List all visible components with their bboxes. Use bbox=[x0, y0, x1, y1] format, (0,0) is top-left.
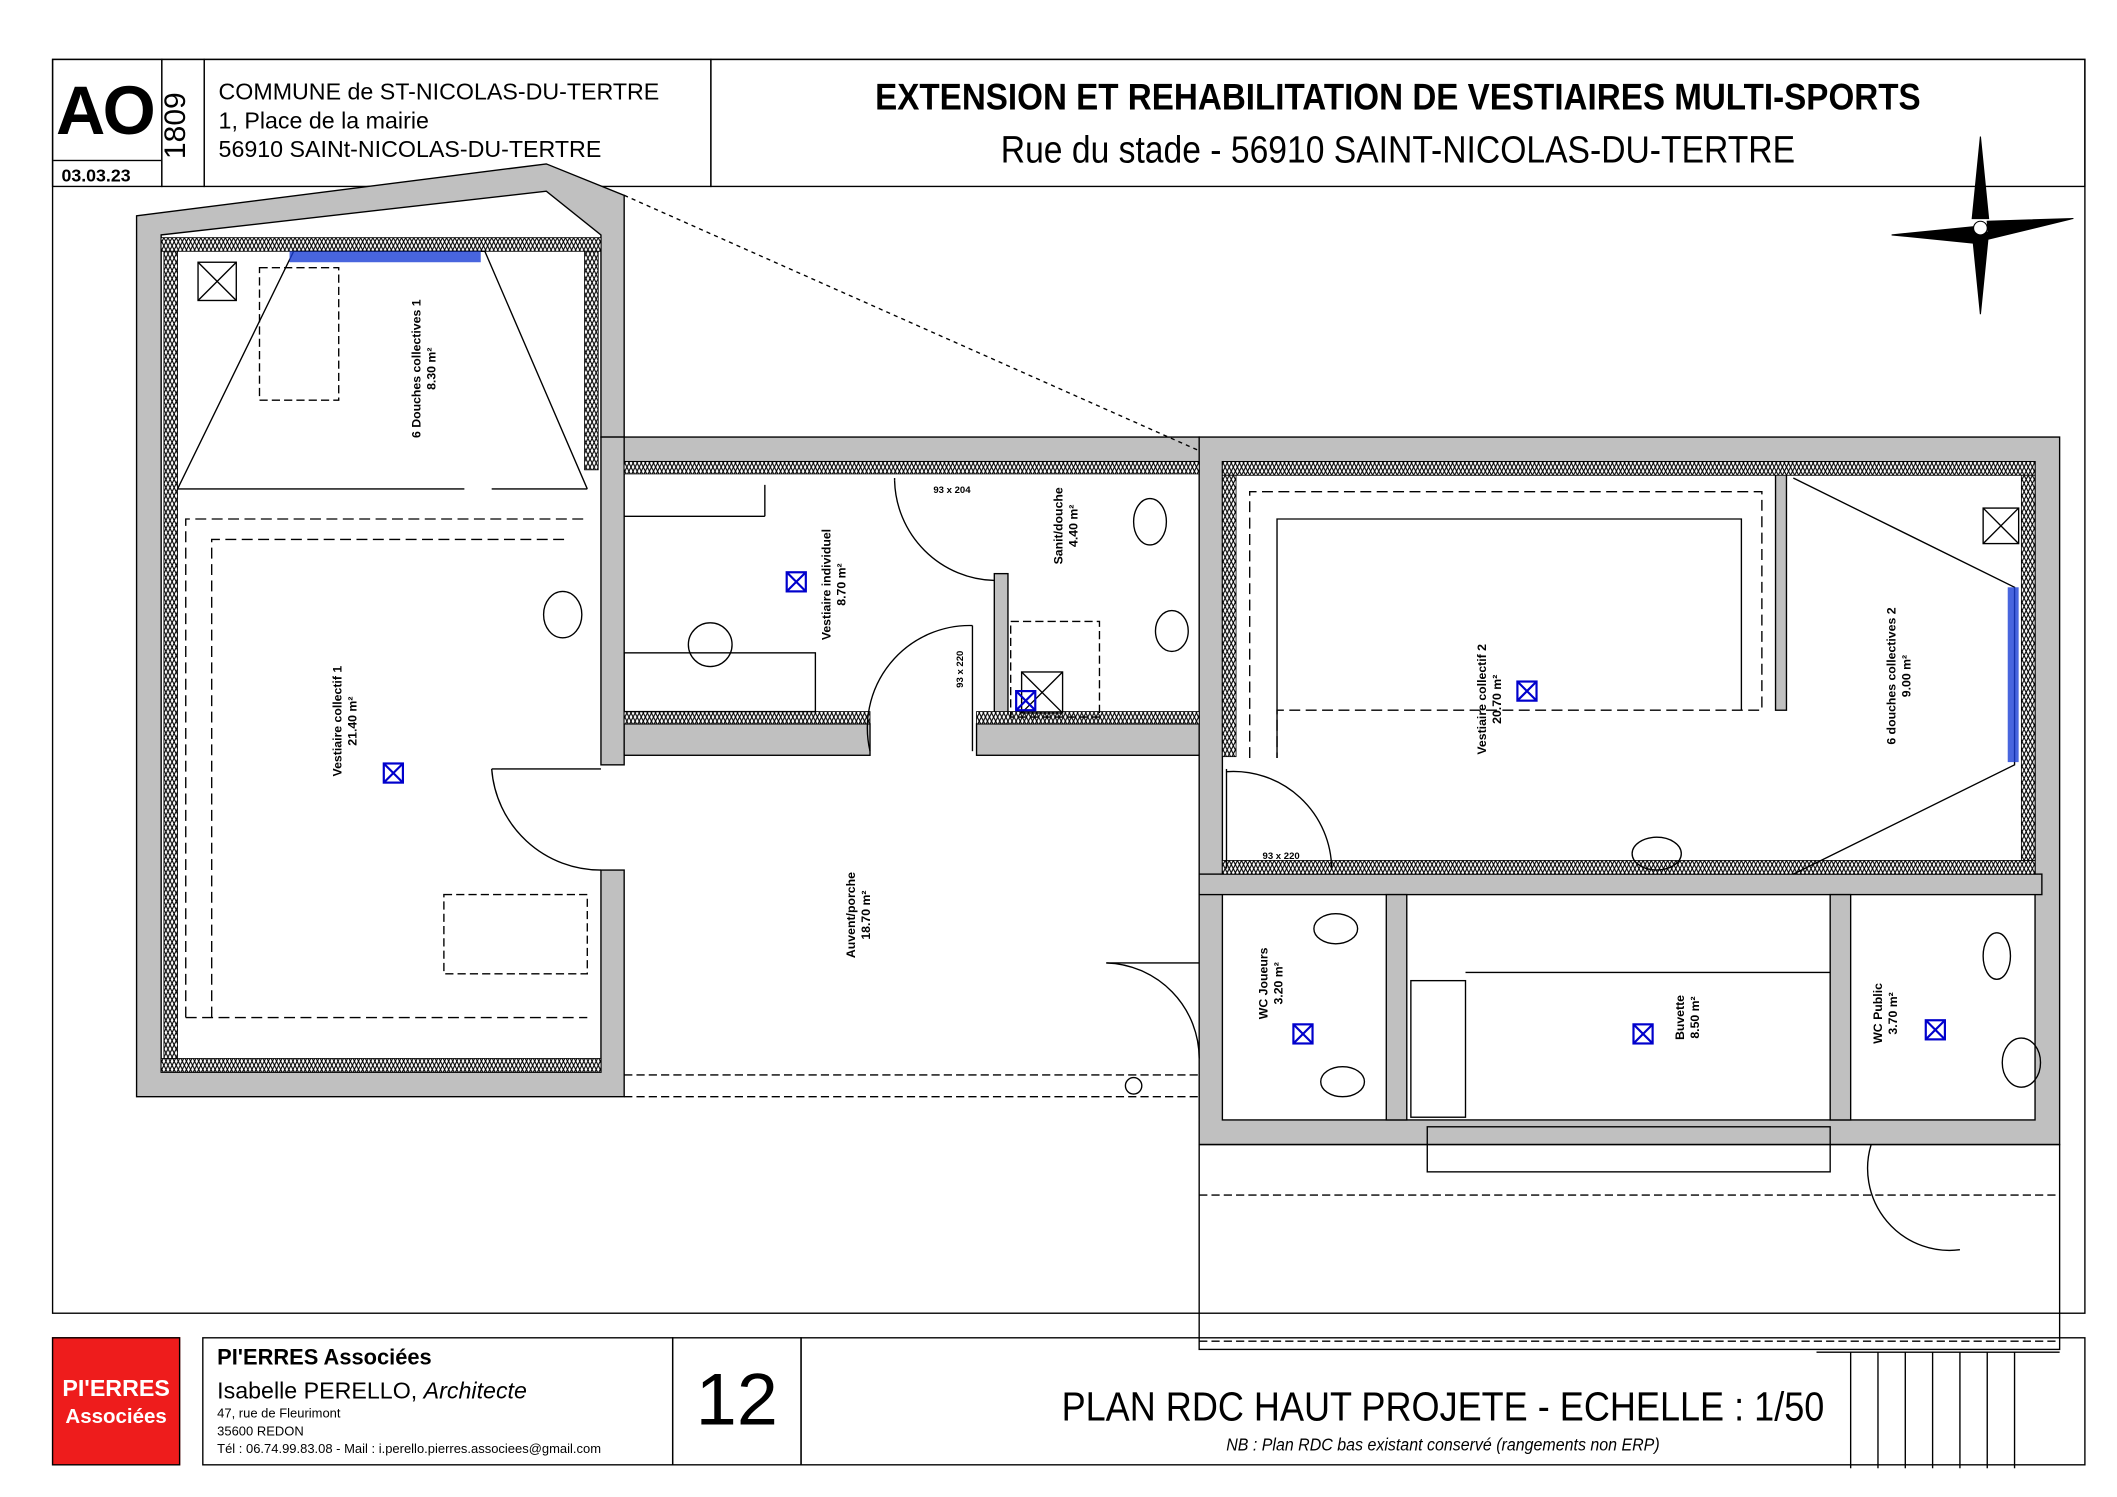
middle-top-wall bbox=[623, 436, 1200, 463]
room-area: 3.70 m² bbox=[1886, 992, 1900, 1034]
room-name: Auvent/porche bbox=[844, 872, 858, 958]
client-line-2: 1, Place de la mairie bbox=[218, 107, 429, 134]
client-line-1: COMMUNE de ST-NICOLAS-DU-TERTRE bbox=[218, 79, 660, 106]
project-title: EXTENSION ET REHABILITATION DE VESTIAIRE… bbox=[875, 76, 1921, 118]
logo-line-2: Associées bbox=[65, 1405, 167, 1429]
vent-icon bbox=[1292, 1023, 1314, 1045]
client-cell: COMMUNE de ST-NICOLAS-DU-TERTRE 1, Place… bbox=[203, 58, 712, 188]
room-area: 9.00 m² bbox=[1900, 655, 1914, 697]
vent-icon bbox=[382, 762, 405, 784]
room-name: 6 douches collectives 2 bbox=[1885, 607, 1899, 744]
room-area: 20.70 m² bbox=[1490, 675, 1504, 724]
door-dimension: 93 x 220 bbox=[1263, 851, 1300, 862]
sheet-number-cell: 12 bbox=[671, 1337, 802, 1466]
client-line-3: 56910 SAINt-NICOLAS-DU-TERTRE bbox=[218, 136, 602, 163]
room-area: 21.40 m² bbox=[345, 697, 359, 746]
room-area: 8.30 m² bbox=[425, 348, 439, 390]
architect: Isabelle PERELLO, bbox=[217, 1378, 418, 1405]
room-name: WC Joueurs bbox=[1256, 947, 1270, 1019]
room-name: Buvette bbox=[1673, 995, 1687, 1040]
room-area: 3.20 m² bbox=[1271, 962, 1285, 1004]
architect-name: Isabelle PERELLO, Architecte bbox=[217, 1378, 527, 1405]
room-area: 18.70 m² bbox=[859, 891, 873, 940]
address-line-2: 35600 REDON bbox=[217, 1424, 304, 1440]
door-dimension: 93 x 204 bbox=[933, 485, 971, 496]
door-dimension: 93 x 220 bbox=[955, 651, 966, 688]
vent-icon bbox=[1516, 680, 1538, 702]
room-area: 4.40 m² bbox=[1067, 505, 1081, 547]
room-name: Vestiaire collectif 2 bbox=[1475, 644, 1489, 755]
code-cell: AO 03.03.23 bbox=[51, 58, 163, 188]
firm-logo: PI'ERRES Associées bbox=[51, 1337, 181, 1466]
vent-icon bbox=[785, 571, 807, 593]
room-name: Sanit/douche bbox=[1052, 487, 1066, 564]
plan-code: AO bbox=[55, 72, 156, 149]
room-area: 8.50 m² bbox=[1688, 996, 1702, 1038]
room-name: Vestiaire individuel bbox=[819, 529, 833, 640]
room-area: 8.70 m² bbox=[834, 563, 848, 605]
room-name: 6 Douches collectives 1 bbox=[410, 299, 424, 438]
vent-icon bbox=[1924, 1019, 1946, 1041]
plan-note: NB : Plan RDC bas existant conservé (ran… bbox=[1226, 1434, 1660, 1455]
north-arrow-icon bbox=[1891, 136, 2074, 315]
project-address: Rue du stade - 56910 SAINT-NICOLAS-DU-TE… bbox=[1000, 128, 1796, 171]
room-name: Vestiaire collectif 1 bbox=[330, 666, 344, 777]
logo-line-1: PI'ERRES bbox=[62, 1375, 170, 1402]
vent-icon bbox=[1015, 690, 1037, 712]
left-block-walls bbox=[135, 163, 625, 1098]
date: 03.03.23 bbox=[61, 165, 131, 186]
plan-title-cell: PLAN RDC HAUT PROJETE - ECHELLE : 1/50 N… bbox=[800, 1337, 2086, 1466]
room-name: WC Public bbox=[1871, 983, 1885, 1044]
title-cell: EXTENSION ET REHABILITATION DE VESTIAIRE… bbox=[710, 58, 2086, 188]
vent-icons bbox=[382, 571, 1946, 1045]
plan-title: PLAN RDC HAUT PROJETE - ECHELLE : 1/50 bbox=[1061, 1384, 1825, 1430]
address-line-1: 47, rue de Fleurimont bbox=[217, 1406, 341, 1422]
architect-cell: PI'ERRES Associées Isabelle PERELLO, Arc… bbox=[202, 1337, 674, 1466]
architect-role: Architecte bbox=[423, 1378, 527, 1405]
vent-icon bbox=[1632, 1023, 1654, 1045]
contact-info: Tél : 06.74.99.83.08 - Mail : i.perello.… bbox=[217, 1442, 602, 1458]
sheet-number: 12 bbox=[695, 1358, 778, 1441]
firm-name: PI'ERRES Associées bbox=[217, 1346, 432, 1370]
